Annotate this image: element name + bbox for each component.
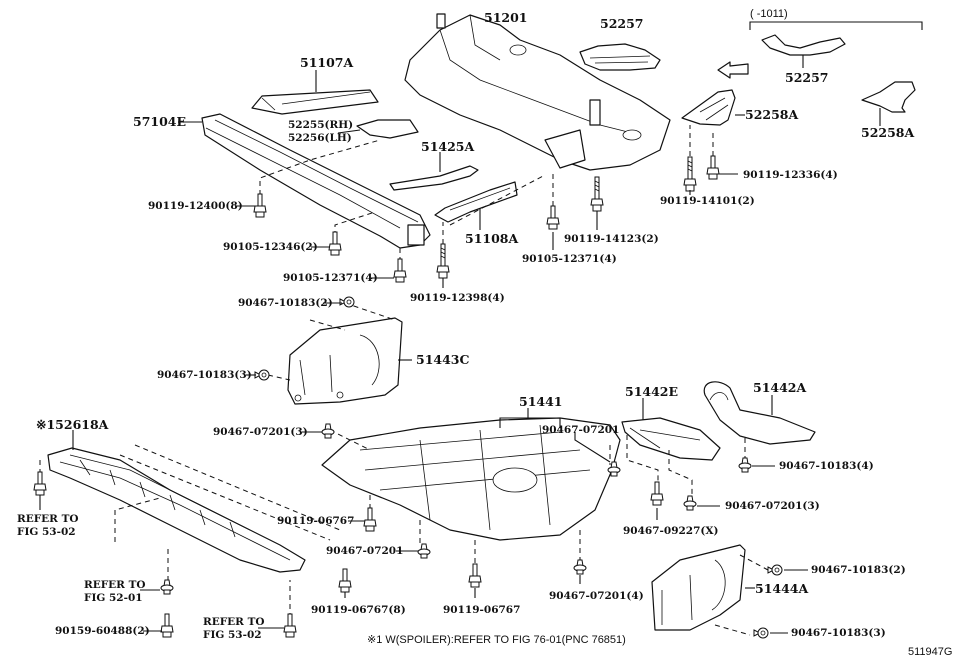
part-label-52256[interactable]: 52256(LH) xyxy=(288,132,352,144)
part-label-51443C[interactable]: 51443C xyxy=(416,352,470,367)
bracket-52258A[interactable] xyxy=(681,89,745,126)
fastener-label[interactable]: 90467-07201(3) xyxy=(213,426,308,438)
reference-label-line2[interactable]: FIG 53-02 xyxy=(17,526,76,538)
part-label-51108A[interactable]: 51108A xyxy=(465,231,519,246)
nut-icon xyxy=(254,369,270,381)
rod-51425A[interactable] xyxy=(389,152,479,191)
bracket-52255-52256[interactable] xyxy=(337,119,419,139)
fastener-label[interactable]: 90105-12371(4) xyxy=(283,272,378,284)
part-label-51441[interactable]: 51441 xyxy=(519,394,563,409)
fastener-label[interactable]: 90467-10183(3) xyxy=(157,369,252,381)
part-label-51442A[interactable]: 51442A xyxy=(753,380,807,395)
fastener-label[interactable]: 90467-07201 xyxy=(326,545,404,557)
fastener-label[interactable]: 90467-10183(2) xyxy=(238,297,333,309)
fastener-label[interactable]: 90467-07201 xyxy=(542,424,620,436)
reference-label-line2[interactable]: FIG 52-01 xyxy=(84,592,143,604)
leader-lines xyxy=(39,173,808,634)
part-label-152618A[interactable]: ※152618A xyxy=(36,417,109,432)
fastener-label[interactable]: 90119-06767(8) xyxy=(311,604,406,616)
fastener-label[interactable]: 90119-12400(8) xyxy=(148,200,243,212)
fastener-label[interactable]: 90105-12371(4) xyxy=(522,253,617,265)
fastener-label[interactable]: 90119-06767 xyxy=(443,604,521,616)
fastener-label[interactable]: 90467-10183(3) xyxy=(791,627,886,639)
bracket-51108A[interactable] xyxy=(434,181,518,230)
fastener-label[interactable]: 90105-12346(2) xyxy=(223,241,318,253)
part-label-51425A[interactable]: 51425A xyxy=(421,139,475,154)
part-label-51107A[interactable]: 51107A xyxy=(300,55,354,70)
fastener-label[interactable]: 90119-12398(4) xyxy=(410,292,505,304)
fastener-label[interactable]: 90159-60488(2) xyxy=(55,625,150,637)
part-label-51442E[interactable]: 51442E xyxy=(625,384,679,399)
cover-51443C[interactable] xyxy=(267,302,412,405)
fastener-label[interactable]: 90467-10183(4) xyxy=(779,460,874,472)
cover-51442E[interactable] xyxy=(621,398,721,494)
part-label-52258A[interactable]: 52258A xyxy=(745,107,799,122)
reference-label-line1[interactable]: REFER TO xyxy=(203,616,265,628)
fastener-label[interactable]: 90467-07201(4) xyxy=(549,590,644,602)
front-arrow-icon xyxy=(717,61,749,79)
part-label-52258A-alt[interactable]: 52258A xyxy=(861,125,915,140)
fastener-label[interactable]: 90119-06767 xyxy=(277,515,355,527)
cover-51442A[interactable] xyxy=(703,381,816,460)
nut-icon xyxy=(753,627,769,639)
date-range-label: ( -1011) xyxy=(750,8,788,20)
reference-label-line1[interactable]: REFER TO xyxy=(17,513,79,525)
crossmember-51201[interactable] xyxy=(404,13,671,171)
beam-57104E[interactable] xyxy=(178,113,431,249)
part-label-51201[interactable]: 51201 xyxy=(484,10,528,25)
nut-icon xyxy=(767,564,783,576)
date-range-bracket xyxy=(749,21,923,30)
bracket-52258A-alt[interactable] xyxy=(861,81,916,126)
part-label-57104E[interactable]: 57104E xyxy=(133,114,187,129)
footnote: ※1 W(SPOILER):REFER TO FIG 76-01(PNC 768… xyxy=(367,634,626,646)
fastener-label[interactable]: 90119-14101(2) xyxy=(660,195,755,207)
cover-51444A[interactable] xyxy=(651,544,769,636)
front-spoiler-152618A[interactable] xyxy=(39,430,341,618)
fastener-label[interactable]: 90467-09227(X) xyxy=(623,525,719,537)
part-label-51444A[interactable]: 51444A xyxy=(755,581,809,596)
bracket-51107A[interactable] xyxy=(251,70,379,115)
reference-label-line2[interactable]: FIG 53-02 xyxy=(203,629,262,641)
fastener-label[interactable]: 90119-14123(2) xyxy=(564,233,659,245)
reference-label-line1[interactable]: REFER TO xyxy=(84,579,146,591)
part-label-52255[interactable]: 52255(RH) xyxy=(288,119,354,131)
fastener-label[interactable]: 90119-12336(4) xyxy=(743,169,838,181)
fastener-label[interactable]: 90467-07201(3) xyxy=(725,500,820,512)
part-label-52257[interactable]: 52257 xyxy=(600,16,644,31)
nut-icon xyxy=(339,296,355,308)
brace-52257-alt[interactable] xyxy=(761,34,846,68)
brace-52257-upper[interactable] xyxy=(579,43,661,71)
figure-id: 511947G xyxy=(908,646,953,658)
part-label-52257-alt[interactable]: 52257 xyxy=(785,70,829,85)
fastener-label[interactable]: 90467-10183(2) xyxy=(811,564,906,576)
